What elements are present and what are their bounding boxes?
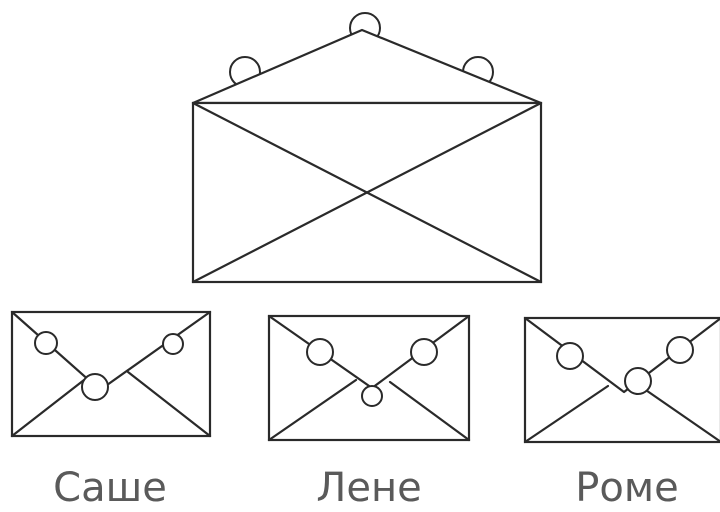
envelope-sashe: [12, 312, 210, 436]
envelope-lene: [269, 316, 469, 440]
envelope-rome: [525, 318, 720, 442]
envelope-lene-seal-left: [307, 339, 333, 365]
envelope-rome-seal-bottom: [625, 368, 651, 394]
envelope-sashe-seal-bottom: [82, 374, 108, 400]
envelope-rome-seal-right: [667, 337, 693, 363]
envelope-lene-body: [269, 316, 469, 440]
envelope-sashe-body: [12, 312, 210, 436]
label-rome: Роме: [575, 465, 678, 511]
main-envelope: [193, 13, 541, 282]
envelope-rome-seal-left: [557, 343, 583, 369]
label-lene: Лене: [316, 465, 421, 511]
envelope-lene-seal-bottom: [362, 386, 382, 406]
envelope-sashe-seal-right: [163, 334, 183, 354]
envelope-sashe-seal-left: [35, 332, 57, 354]
label-sashe: Саше: [53, 465, 167, 511]
envelope-lene-seal-right: [411, 339, 437, 365]
